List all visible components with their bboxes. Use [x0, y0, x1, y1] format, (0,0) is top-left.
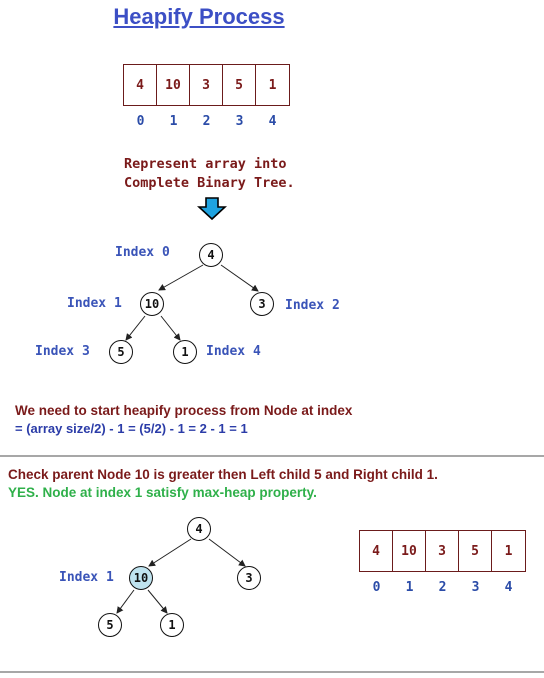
array-index: 1	[405, 580, 414, 595]
tree2-label-index1: Index 1	[59, 570, 114, 585]
array-index: 3	[235, 114, 244, 129]
array-index: 4	[268, 114, 277, 129]
array-bottom-indices: 0 1 2 3 4	[360, 580, 525, 595]
array-cell: 5	[223, 65, 256, 105]
tree2-node-0: 4	[187, 517, 211, 541]
explanation-line2: = (array size/2) - 1 = (5/2) - 1 = 2 - 1…	[15, 421, 248, 436]
array-top: 4 10 3 5 1	[123, 64, 290, 106]
array-bottom: 4 10 3 5 1	[359, 530, 526, 572]
array-cell: 5	[459, 531, 492, 571]
array-cell: 1	[504, 543, 513, 559]
explanation-line1: We need to start heapify process from No…	[15, 403, 353, 418]
array-index: 0	[136, 114, 145, 129]
down-arrow-icon	[197, 197, 227, 221]
array-index: 1	[169, 114, 178, 129]
tree2-node-4: 1	[160, 613, 184, 637]
tree1-node-2: 3	[250, 292, 274, 316]
tree1-node-4: 1	[173, 340, 197, 364]
tree1-edges	[125, 264, 259, 341]
page-title: Heapify Process	[113, 4, 285, 29]
array-cell: 3	[190, 65, 223, 105]
array-index: 4	[504, 580, 513, 595]
section-divider	[0, 455, 544, 457]
tree2-node-3: 5	[98, 613, 122, 637]
tree1-label-index0: Index 0	[115, 245, 170, 260]
array-index: 3	[471, 580, 480, 595]
array-index: 0	[372, 580, 381, 595]
array-cell: 10	[393, 531, 426, 571]
tree2-node-1-highlighted: 10	[129, 566, 153, 590]
tree1-node-1: 10	[140, 292, 164, 316]
check-line2: YES. Node at index 1 satisfy max-heap pr…	[8, 485, 317, 500]
tree1-node-3: 5	[109, 340, 133, 364]
array-index: 2	[202, 114, 211, 129]
array-cell: 1	[268, 77, 277, 93]
array-cell: 4	[360, 531, 393, 571]
array-cell: 3	[426, 531, 459, 571]
tree1-label-index1: Index 1	[67, 296, 122, 311]
tree1-label-index2: Index 2	[285, 298, 340, 313]
array-cell: 4	[124, 65, 157, 105]
tree1-label-index3: Index 3	[35, 344, 90, 359]
section-divider-bottom	[0, 671, 544, 673]
represent-text-line1: Represent array into	[124, 156, 287, 172]
array-top-indices: 0 1 2 3 4	[124, 114, 289, 129]
tree2-node-2: 3	[237, 566, 261, 590]
represent-text-line2: Complete Binary Tree.	[124, 175, 295, 191]
array-cell: 10	[157, 65, 190, 105]
tree1-label-index4: Index 4	[206, 344, 261, 359]
tree1-node-0: 4	[199, 243, 223, 267]
check-line1: Check parent Node 10 is greater then Lef…	[8, 467, 438, 482]
array-index: 2	[438, 580, 447, 595]
